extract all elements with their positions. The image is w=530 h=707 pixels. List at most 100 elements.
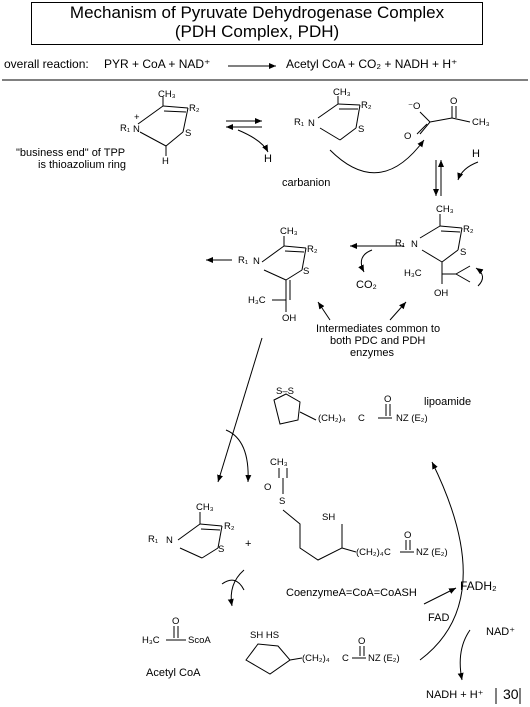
atom-ch3-3: CH₃ [436,204,454,215]
fad-label: FAD [428,612,450,624]
overall-reactants: PYR + CoA + NAD⁺ [104,57,211,71]
adduct-ring [419,214,471,284]
atom-ch3-2: CH₃ [333,87,351,98]
atom-o-keto: O [450,96,458,107]
atom-ch3-pyr: CH₃ [472,117,490,128]
n-plus-charge: + [134,112,140,123]
atom-n-5: N [166,535,173,546]
atom-h3c-4: H₃C [248,295,266,306]
atom-r2: R₂ [189,103,200,114]
atom-s-6: S [279,496,286,507]
dihydrolipoamide [245,643,366,675]
coa-entry-arrow [221,579,245,591]
nad-plus-label: NAD⁺ [486,626,516,638]
decarboxylation-arrow [475,267,484,287]
atom-s: S [185,128,192,139]
proton-addition-arrow [457,161,479,181]
atom-scoa: ScoA [188,635,211,646]
atom-nz-8: NZ (E₂) [368,653,400,664]
atom-h3c-3: H₃C [404,268,422,279]
intermediates-label-1: Intermediates common to [316,323,441,335]
atom-o-amide-6: O [404,530,412,541]
atom-s-2: S [358,124,365,135]
title-line-1: Mechanism of Pyruvate Dehydrogenase Comp… [69,3,445,22]
pyruvate [416,106,471,135]
atom-sh-hs: SH HS [250,630,280,641]
release-acetylcoa-arrow [227,569,245,607]
h-plus-1: H [264,153,272,165]
atom-oh-4: OH [282,313,297,324]
atom-ch3-5: CH₃ [196,502,214,513]
business-end-label-1: "business end" of TPP [16,147,126,159]
lipoamide-label: lipoamide [424,396,472,408]
reoxidation-arrow [419,461,464,661]
fadh2-arrow [423,587,457,605]
atom-r2-4: R₂ [307,244,318,255]
nadh-arrow [457,629,471,681]
proton-release-arrow [237,129,269,153]
atom-n-4: N [253,256,260,267]
atom-o-carboxyl: O [404,131,412,142]
atom-o-6: O [264,482,272,493]
atom-o-lipo: O [384,394,392,405]
enamine-ring [261,236,307,312]
atom-s-5: S [218,544,225,555]
carbanion-label: carbanion [282,177,331,189]
h-plus-2: H [472,148,480,160]
atom-s-3: S [460,247,467,258]
atom-ss: S–S [276,386,294,397]
atom-r1-3: R₁ [395,238,406,249]
atom-ch2-4-8: (CH₂)₄ [302,653,330,664]
atom-ch2-4-lipo: (CH₂)₄ [318,413,346,424]
atom-r1-2: R₁ [294,117,305,128]
lipoamide-molecule [273,393,392,425]
acetyl-coa-label: Acetyl CoA [146,667,201,679]
atom-nz-lipo: NZ (E₂) [396,413,428,424]
pointer-arrow-enamine [317,301,331,321]
coenzymea-label: CoenzymeA=CoA=CoASH [286,587,417,599]
intermediates-label-2: both PDC and PDH [330,335,426,347]
atom-h: H [162,156,169,167]
atom-o-minus: ⁻O [408,101,421,112]
acetyl-coa-molecule [166,626,186,641]
atom-ch3: CH₃ [158,89,176,100]
transfer-arrow [217,337,263,483]
intermediates-label-3: enzymes [350,347,395,359]
atom-r2-5: R₂ [224,521,235,532]
overall-label: overall reaction: [4,57,89,71]
carbanion-ring [317,96,361,141]
atom-oh-3: OH [434,288,449,299]
title-box: Mechanism of Pyruvate Dehydrogenase Comp… [31,2,483,45]
atom-o-7: O [172,616,180,627]
atom-h3c-7: H₃C [142,635,160,646]
co2-label: CO₂ [356,279,377,291]
nadh-label: NADH + H⁺ [426,689,484,701]
atom-c-8: C [342,653,349,664]
atom-o-8: O [358,636,366,647]
atom-ch2-4-6: (CH₂)₄ [356,547,384,558]
atom-r1-5: R₁ [148,534,159,545]
atom-ch3-4: CH₃ [280,226,298,237]
atom-r2-3: R₂ [463,224,474,235]
tpp-carbanion-regenerated [177,512,223,559]
atom-r2-2: R₂ [361,100,372,111]
plus-sign: + [245,538,252,550]
atom-c-6: C [384,547,391,558]
business-end-label-2: is thioazolium ring [38,159,127,171]
overall-products: Acetyl CoA + CO₂ + NADH + H⁺ [286,57,458,71]
lipoamide-attack-arrow [225,429,252,483]
tpp-ring [137,97,189,156]
atom-sh-6: SH [322,512,336,523]
pointer-arrow-adduct [389,301,407,321]
atom-r1: R₁ [120,123,131,134]
atom-r1-4: R₁ [238,255,249,266]
carbanion-attack-arrow [329,139,425,174]
title-line-2: (PDH Complex, PDH) [174,22,340,41]
co2-release-arrow [358,249,373,273]
atom-n-2: N [308,118,315,129]
acetyl-dihydrolipoamide [278,468,414,561]
atom-ch3-6: CH₃ [270,457,288,468]
atom-nz-6: NZ (E₂) [416,547,448,558]
fadh2-label: FADH₂ [460,579,497,593]
